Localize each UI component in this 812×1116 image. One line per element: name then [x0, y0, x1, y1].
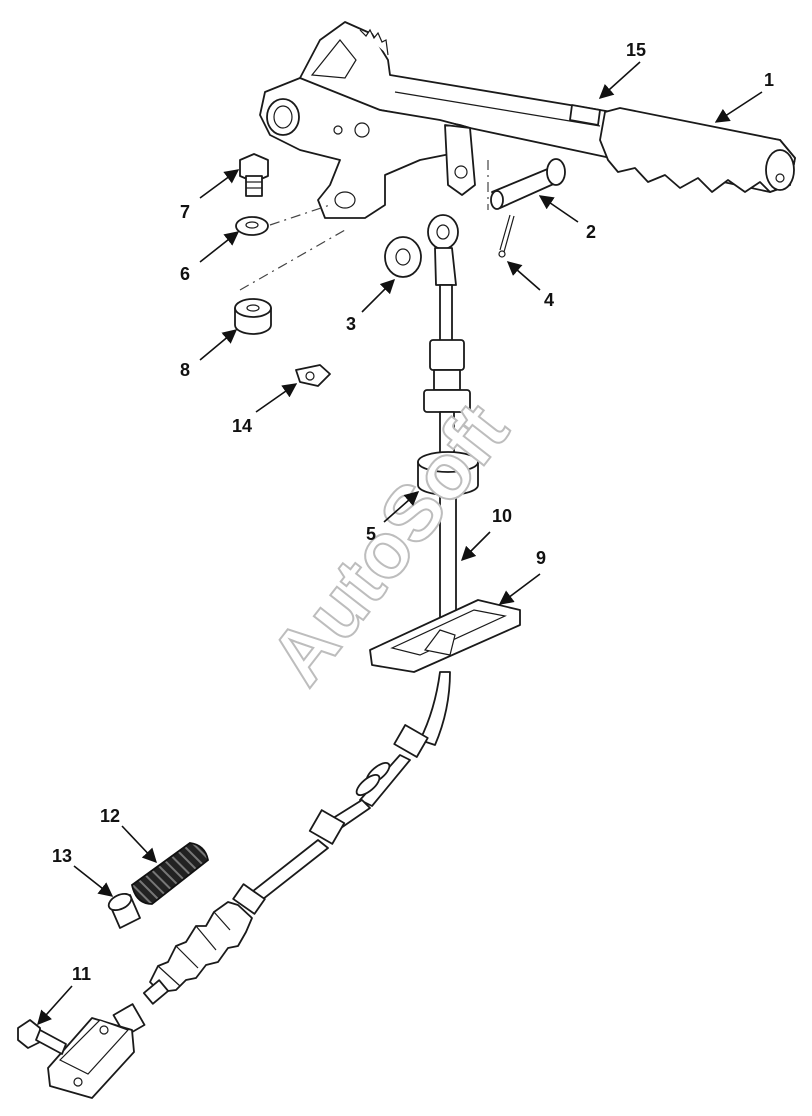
retaining-clip: [295, 364, 331, 387]
callout-10: 10: [492, 506, 512, 526]
callout-13: 13: [52, 846, 72, 866]
callouts: 1 15 2 4 3 7 6 8 14 5 10 9 12 13 11: [52, 40, 774, 984]
grommet: [417, 451, 479, 496]
callout-14: 14: [232, 416, 252, 436]
alignment-line: [269, 204, 331, 226]
callout-5: 5: [366, 524, 376, 544]
hex-bolt: [239, 153, 269, 197]
cable-washer: [384, 236, 422, 278]
brake-cable: [232, 671, 451, 915]
alignment-line: [239, 229, 346, 291]
bracket-bolt: [17, 1019, 67, 1055]
handbrake-lever: [259, 21, 796, 219]
return-spring: [130, 842, 209, 905]
callout-8: 8: [180, 360, 190, 380]
callout-12: 12: [100, 806, 120, 826]
flat-washer: [235, 216, 269, 236]
callout-4: 4: [544, 290, 554, 310]
clevis-pin: [490, 158, 566, 210]
bellows-boot: [112, 901, 253, 1037]
callout-7: 7: [180, 202, 190, 222]
callout-6: 6: [180, 264, 190, 284]
callout-11: 11: [72, 964, 91, 984]
callout-15: 15: [626, 40, 646, 60]
spacer-bushing: [234, 298, 272, 335]
floor-boot: [369, 599, 521, 673]
spring-cap: [107, 892, 141, 929]
cable-clevis-end: [427, 214, 459, 286]
leader-lines: [37, 61, 763, 1026]
cable-end-bracket: [47, 1017, 135, 1099]
cable-housing: [423, 284, 471, 458]
callout-3: 3: [346, 314, 356, 334]
cotter-pin: [498, 214, 515, 258]
callout-2: 2: [586, 222, 596, 242]
callout-9: 9: [536, 548, 546, 568]
callout-1: 1: [764, 70, 774, 90]
